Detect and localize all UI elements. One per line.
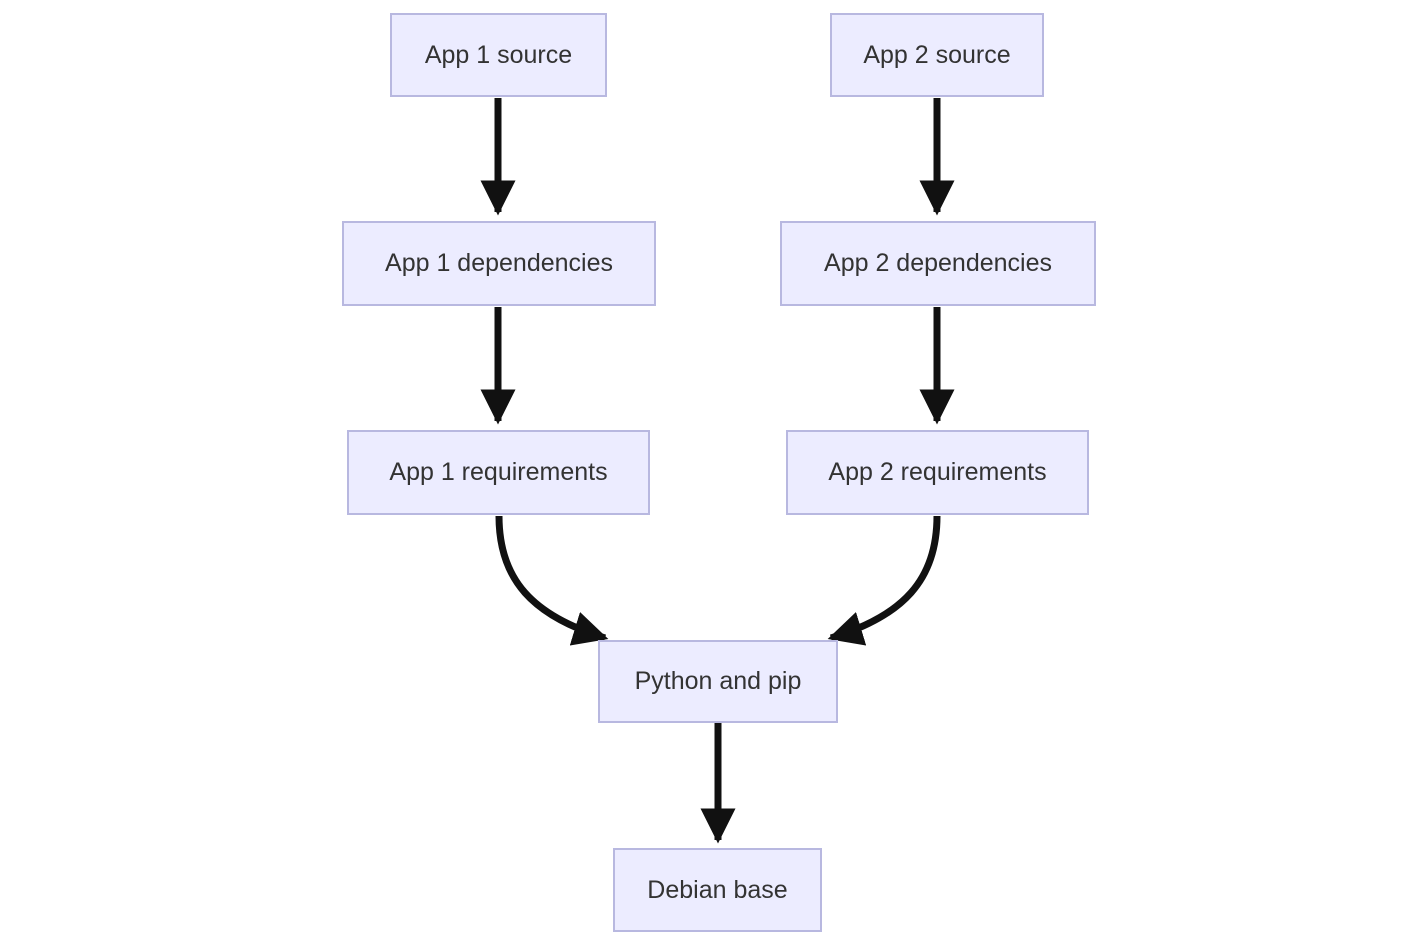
node-app2-source-label: App 2 source xyxy=(863,40,1011,69)
node-app1-dependencies-label: App 1 dependencies xyxy=(385,249,613,277)
edge-app1-requirements-to-python-pip xyxy=(495,515,609,646)
node-app1-requirements: App 1 requirements xyxy=(347,430,650,515)
node-app1-dependencies: App 1 dependencies xyxy=(342,221,656,306)
node-debian-base: Debian base xyxy=(613,848,822,932)
node-app1-source-label: App 1 source xyxy=(424,40,573,69)
node-app1-source: App 1 source xyxy=(390,13,607,97)
node-app2-requirements-label: App 2 requirements xyxy=(828,458,1047,486)
edge-app2-requirements-to-python-pip xyxy=(827,515,941,646)
node-python-and-pip: Python and pip xyxy=(598,640,838,723)
node-app2-source: App 2 source xyxy=(830,13,1044,97)
node-python-and-pip-label: Python and pip xyxy=(634,667,802,695)
node-app2-requirements: App 2 requirements xyxy=(786,430,1089,515)
node-debian-base-label: Debian base xyxy=(647,875,788,904)
node-app2-dependencies-label: App 2 dependencies xyxy=(824,249,1052,277)
node-app2-dependencies: App 2 dependencies xyxy=(780,221,1096,306)
node-app1-requirements-label: App 1 requirements xyxy=(389,458,608,486)
